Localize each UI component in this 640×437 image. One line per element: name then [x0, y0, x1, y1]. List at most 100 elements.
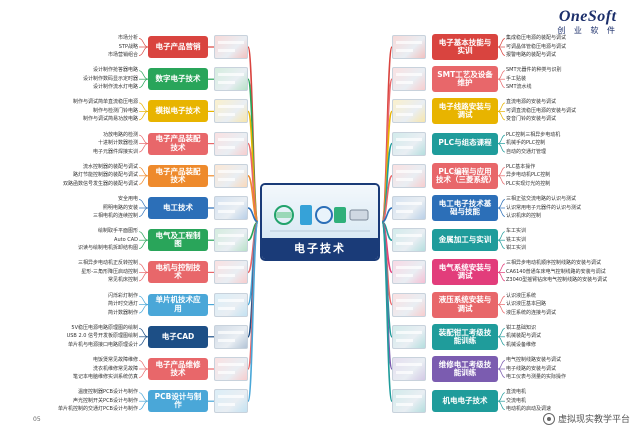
left-node-title: 电子产品维修技术 [155, 359, 201, 377]
right-node-thumbnail [392, 292, 426, 317]
right-node-title: 电气系统安装与调试 [438, 263, 492, 281]
right-node-thumbnail [392, 99, 426, 124]
left-node-thumbnail [214, 163, 248, 188]
right-node-9[interactable]: 装配钳工考级技能训练 [432, 323, 498, 350]
leaf-connector [497, 327, 506, 338]
leaf-connector [138, 143, 149, 153]
right-node-thumbnail [392, 357, 426, 381]
thumbnail-detail [396, 363, 422, 366]
right-leaf-label: 可调晶体管稳压电源与调试 [506, 43, 567, 50]
left-node-1[interactable]: 数字电子技术 [148, 68, 208, 91]
right-leaf-label: 电气控制线路安装与调试 [506, 357, 562, 363]
left-leaf-label: 温度控制器PCB设计与制作 [78, 389, 138, 396]
left-node-11[interactable]: PCB设计与制作 [148, 390, 208, 413]
left-node-title: 电子产品装配技术 [155, 166, 201, 184]
leaf-connector [497, 70, 506, 80]
branch-connector [381, 175, 393, 223]
right-node-11[interactable]: 机电电子技术 [432, 390, 498, 413]
left-node-title: 电子产品装配技术 [155, 134, 201, 152]
right-node-thumbnail [392, 35, 426, 59]
thumbnail-detail [396, 145, 413, 149]
right-leaf-label: 报警电路的装配与调试 [506, 52, 557, 58]
left-node-10[interactable]: 电子产品维修技术 [148, 358, 208, 380]
left-node-9[interactable]: 电子CAD [148, 325, 208, 348]
left-node-title: 数字电子技术 [155, 74, 201, 84]
left-node-title: 电工技术 [163, 202, 193, 212]
right-node-8[interactable]: 液压系统安装与调试 [432, 291, 498, 318]
left-node-thumbnail [214, 196, 248, 220]
central-topic[interactable]: 电子技术 [260, 183, 380, 261]
brand-logo: OneSoft 创 业 软 件 [557, 8, 618, 36]
right-leaf-label: 交流电机 [506, 397, 527, 404]
right-node-1[interactable]: SMT工艺及设备维护 [432, 66, 498, 93]
right-node-6[interactable]: 金属加工与实训 [432, 229, 498, 252]
right-node-5[interactable]: 电工电子技术基础与技能 [432, 195, 498, 221]
leaf-connector [138, 400, 149, 411]
right-node-title: PLC编程与应用技术（三菱系统） [436, 166, 496, 184]
leaf-connector [497, 231, 506, 241]
right-leaf-label: 三相正弦交流电路的认识与测试 [506, 196, 577, 202]
right-node-title: 液压系统安装与调试 [438, 295, 492, 313]
thumbnail-detail [218, 395, 244, 399]
left-node-2[interactable]: 模拟电子技术 [148, 100, 208, 123]
left-node-0[interactable]: 电子产品营销 [148, 36, 208, 58]
thumbnail-detail [396, 41, 422, 44]
right-leaf-label: 直流电机 [506, 389, 527, 396]
right-node-3[interactable]: PLC与组态课程 [432, 132, 498, 155]
left-leaf-label: 流水控制器的装配与调试 [82, 163, 138, 170]
thumbnail-detail [396, 210, 413, 213]
thumbnail-detail [218, 242, 235, 246]
left-leaf-label: 十进制计数器检测 [97, 140, 138, 147]
right-node-title: PLC与组态课程 [438, 138, 492, 148]
left-node-title: 单片机技术应用 [155, 295, 201, 313]
thumbnail-detail [396, 330, 422, 334]
leaf-connector [497, 368, 506, 378]
leaf-connector [138, 272, 149, 282]
thumbnail-detail [396, 338, 413, 342]
left-node-5[interactable]: 电工技术 [148, 197, 208, 219]
left-node-title: 电子产品营销 [155, 41, 201, 51]
left-node-3[interactable]: 电子产品装配技术 [148, 132, 208, 155]
left-leaf-label: 设计制作流水灯电路 [92, 84, 138, 91]
left-leaf-label: 制作与调试简易功放电路 [82, 116, 138, 123]
thumbnail-detail [218, 234, 244, 238]
right-node-4[interactable]: PLC编程与应用技术（三菱系统） [432, 162, 498, 189]
right-leaf-label: SMT元器件的种类与识别 [506, 67, 562, 74]
left-node-8[interactable]: 单片机技术应用 [148, 293, 208, 316]
leaf-connector [138, 231, 149, 241]
right-node-10[interactable]: 维修电工考级技能训练 [432, 356, 498, 382]
left-node-thumbnail [214, 324, 248, 349]
left-leaf-label: 单片机控制的交通灯PCB设计与制作 [58, 406, 138, 413]
thumbnail-detail [218, 145, 235, 149]
left-leaf-label: 识读与绘制电机拆卸结构图 [77, 245, 138, 252]
leaf-connector [497, 336, 506, 346]
left-leaf-label: 洗衣机维修常见故障 [92, 365, 138, 372]
right-leaf-label: 集成稳压电源的装配与调试 [506, 35, 567, 41]
right-leaf-label: 电子线路的安装与调试 [506, 365, 557, 372]
leaf-connector [497, 102, 506, 112]
right-node-thumbnail [392, 389, 426, 414]
right-node-7[interactable]: 电气系统安装与调试 [432, 259, 498, 286]
right-node-2[interactable]: 电子线路安装与调试 [432, 98, 498, 125]
right-node-thumbnail [392, 196, 426, 220]
thumbnail-detail [218, 338, 235, 342]
thumbnail-detail [396, 49, 413, 52]
left-leaf-label: 简计数器制作 [107, 309, 138, 316]
left-node-6[interactable]: 电气及工程制图 [148, 229, 208, 252]
right-leaf-label: 铣工实训 [506, 236, 527, 243]
leaf-connector [497, 263, 506, 273]
thumbnail-detail [396, 274, 413, 278]
left-node-4[interactable]: 电子产品装配技术 [148, 164, 208, 187]
left-node-7[interactable]: 电机与控制技术 [148, 261, 208, 284]
thumbnail-detail [218, 298, 244, 302]
right-node-title: 电子基本技能与实训 [438, 37, 492, 55]
right-node-title: 机电电子技术 [442, 396, 488, 406]
right-leaf-label: 自动的交通灯管理 [506, 148, 547, 155]
leaf-connector [497, 239, 506, 250]
watermark-text: 虚拟现实教学平台 [557, 415, 630, 425]
wechat-icon [542, 412, 555, 425]
central-illustration [262, 185, 378, 239]
right-node-thumbnail [392, 67, 426, 92]
right-node-0[interactable]: 电子基本技能与实训 [432, 34, 498, 60]
thumbnail-detail [218, 306, 235, 310]
